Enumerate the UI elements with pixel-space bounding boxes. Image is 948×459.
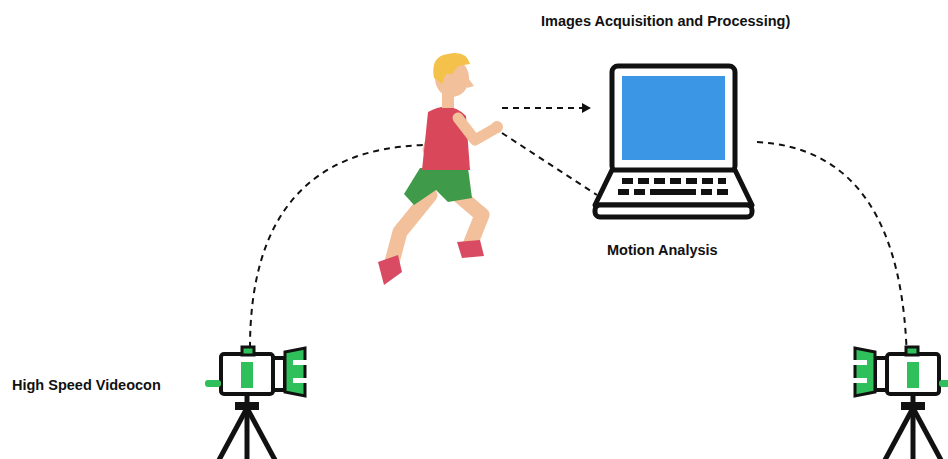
caption-label: Images Acquisition and Processing) [541, 13, 790, 30]
caption-label: Motion Analysis [607, 242, 718, 259]
caption-label: High Speed Videocon [12, 377, 161, 394]
